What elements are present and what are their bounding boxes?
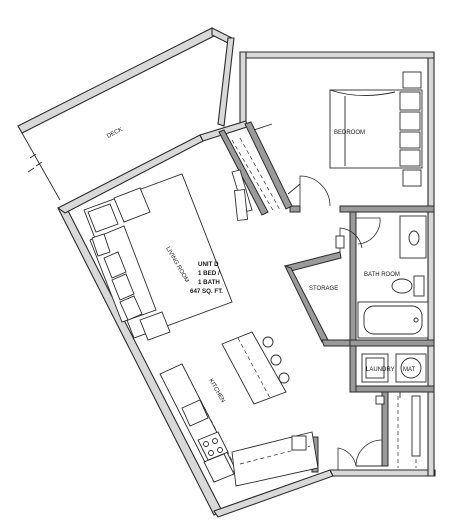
entry-door — [355, 439, 383, 467]
unit-name: UNIT D — [198, 261, 219, 268]
exterior-walls — [56, 51, 436, 518]
deck-label: DECK — [106, 127, 124, 140]
bedroom-label: BEDROOM — [334, 130, 365, 136]
bath-room: BATH ROOM — [356, 215, 429, 339]
unit-area: 647 SQ. FT. — [190, 288, 223, 295]
toilet-icon — [391, 278, 413, 294]
storage-label: STORAGE — [309, 286, 338, 292]
closet — [231, 123, 301, 221]
bath-room-label: BATH ROOM — [364, 272, 400, 278]
entry-closet — [337, 395, 421, 470]
sink-icon — [408, 230, 420, 246]
living-room: LIVING ROOM UNIT D 1 BED / 1 BATH 647 SQ… — [83, 173, 233, 341]
mat-label: MAT — [403, 367, 416, 373]
fridge-icon — [203, 453, 235, 483]
kitchen-label: KITCHEN — [207, 378, 225, 404]
bedroom: BEDROOM — [299, 71, 423, 207]
armchair-icon — [87, 203, 119, 233]
kitchen: KITCHEN — [159, 331, 319, 487]
unit-bath: 1 BATH — [198, 279, 220, 286]
stool-icon — [262, 336, 274, 348]
kitchen-sink-icon — [181, 399, 209, 427]
entry-walls — [356, 392, 401, 467]
stove-icon — [197, 431, 229, 461]
laundry: LAUNDRY MAT — [355, 350, 427, 405]
living-room-label: LIVING ROOM — [164, 246, 189, 284]
laundry-label: LAUNDRY — [366, 367, 395, 373]
interior-walls — [218, 121, 435, 473]
storage: STORAGE — [309, 227, 363, 292]
nightstand-icon — [402, 71, 422, 89]
kitchen-island — [221, 331, 287, 405]
unit-bed: 1 BED / — [198, 270, 220, 277]
